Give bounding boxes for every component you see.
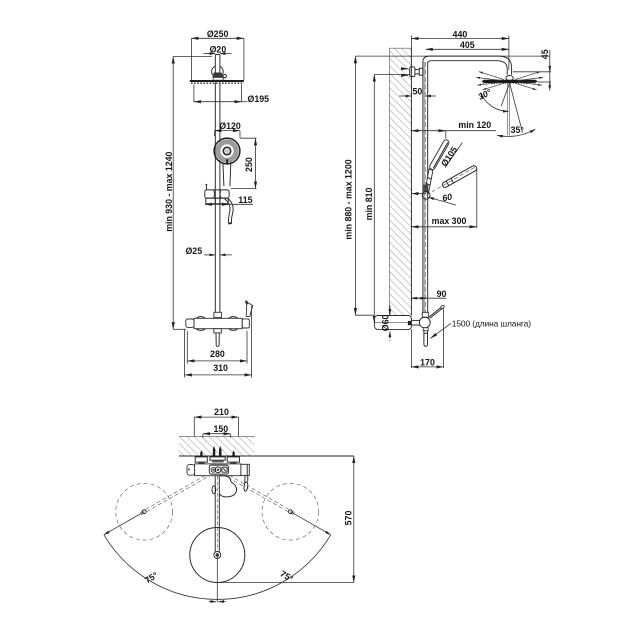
svg-text:570: 570: [343, 511, 353, 526]
svg-text:Ø60: Ø60: [381, 314, 391, 331]
svg-text:250: 250: [244, 157, 254, 172]
svg-text:35°: 35°: [511, 125, 525, 135]
svg-text:Ø120: Ø120: [219, 121, 241, 131]
svg-text:1500 (длина шланга): 1500 (длина шланга): [452, 319, 531, 329]
svg-text:min 930 - max 1240: min 930 - max 1240: [164, 151, 174, 231]
svg-text:280: 280: [210, 349, 225, 359]
svg-text:150: 150: [213, 424, 228, 434]
svg-text:170: 170: [420, 357, 435, 367]
svg-text:Ø195: Ø195: [248, 94, 270, 104]
svg-text:Ø20: Ø20: [210, 45, 227, 55]
svg-text:50: 50: [413, 86, 423, 96]
svg-text:max 300: max 300: [432, 216, 467, 226]
svg-text:min 810: min 810: [364, 188, 374, 221]
svg-text:min 120: min 120: [458, 120, 491, 130]
svg-text:Ø25: Ø25: [185, 246, 202, 256]
svg-text:405: 405: [460, 40, 475, 50]
svg-text:60: 60: [441, 192, 453, 204]
svg-text:310: 310: [213, 363, 228, 373]
svg-text:440: 440: [453, 29, 468, 39]
svg-text:min 880 - max 1200: min 880 - max 1200: [344, 159, 354, 239]
svg-text:115: 115: [238, 195, 252, 205]
svg-text:45: 45: [540, 49, 550, 59]
svg-text:Ø250: Ø250: [207, 29, 229, 39]
svg-text:210: 210: [214, 407, 229, 417]
svg-text:90: 90: [437, 289, 447, 299]
